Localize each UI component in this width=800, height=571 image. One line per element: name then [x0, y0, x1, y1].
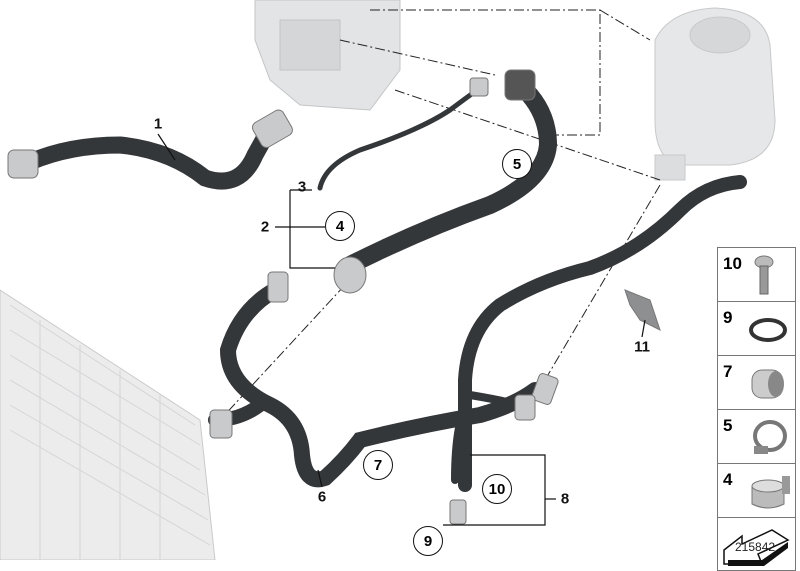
o-ring-icon — [749, 318, 787, 342]
legend-number: 4 — [723, 470, 733, 489]
parts-legend: 10 9 7 5 4 — [717, 247, 796, 571]
hose-5 — [341, 76, 558, 274]
callout-4: 4 — [325, 211, 355, 241]
label-3: 3 — [297, 178, 307, 196]
coolant-tank-center — [254, 0, 401, 111]
legend-item-7: 7 — [717, 355, 796, 409]
label-2: 2 — [260, 218, 270, 236]
diagram-number: 215842 — [735, 540, 776, 554]
sleeve-icon — [751, 369, 784, 399]
label-6: 6 — [317, 488, 327, 506]
reference-lines — [219, 9, 661, 421]
legend-item-5: 5 — [717, 409, 796, 463]
expansion-tank-right — [654, 7, 776, 181]
hose-clamp-icon — [753, 420, 787, 454]
label-1: 1 — [153, 115, 163, 133]
callout-9: 9 — [413, 526, 443, 556]
label-11: 11 — [634, 338, 650, 356]
hose-1 — [21, 119, 279, 190]
callout-10: 10 — [482, 474, 512, 504]
radiator — [0, 289, 216, 560]
hose-8 — [458, 175, 747, 492]
hose-10-line — [451, 390, 524, 484]
hose-3 — [317, 85, 483, 191]
legend-number: 9 — [723, 308, 733, 327]
callout-7: 7 — [363, 450, 393, 480]
legend-number: 10 — [723, 254, 742, 273]
callout-5: 5 — [502, 149, 532, 179]
legend-number: 7 — [723, 362, 733, 381]
legend-number: 5 — [723, 416, 733, 435]
legend-item-10: 10 — [717, 247, 796, 301]
screw-icon — [754, 255, 774, 295]
spring-clamp-icon — [751, 476, 790, 509]
label-8: 8 — [560, 490, 570, 508]
fittings — [7, 69, 661, 525]
hoses — [21, 76, 747, 492]
bracket-lines — [157, 133, 646, 526]
legend-item-4: 4 — [717, 463, 796, 517]
legend-item-9: 9 — [717, 301, 796, 355]
